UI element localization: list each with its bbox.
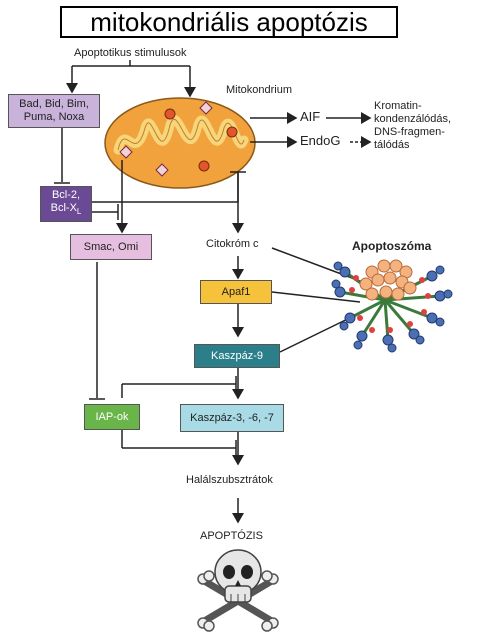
aif-label: AIF: [300, 109, 321, 124]
iap-box: IAP-ok: [84, 404, 140, 430]
apoptosome-icon: [331, 259, 453, 353]
apoptosis-label: APOPTÓZIS: [200, 530, 263, 542]
apaf1-box: Apaf1: [200, 280, 272, 304]
stimulus-label: Apoptotikus stimulusok: [74, 47, 187, 59]
bcl2-box: Bcl-2, Bcl-XL: [40, 186, 92, 222]
caspase-9-box: Kaszpáz-9: [194, 344, 280, 368]
cytochrome-c-label: Citokróm c: [206, 238, 259, 250]
endog-label: EndoG: [300, 133, 341, 148]
mitochondrion-label: Mitokondrium: [226, 84, 293, 96]
skull-crossbones-icon: [197, 549, 279, 632]
bh3-proteins-box: Bad, Bid, Bim, Puma, Noxa: [8, 94, 100, 128]
mitochondrion-icon: [104, 97, 256, 189]
apoptosome-label: Apoptoszóma: [352, 239, 432, 253]
page-title: mitokondriális apoptózis: [60, 6, 398, 38]
smac-omi-box: Smac, Omi: [70, 234, 152, 260]
aif-effect-label: Kromatin- kondenzálódás, DNS-fragmen- tá…: [374, 100, 452, 151]
death-substrates-label: Halálszubsztrátok: [186, 474, 273, 486]
caspase-3-6-7-box: Kaszpáz-3, -6, -7: [180, 404, 284, 432]
